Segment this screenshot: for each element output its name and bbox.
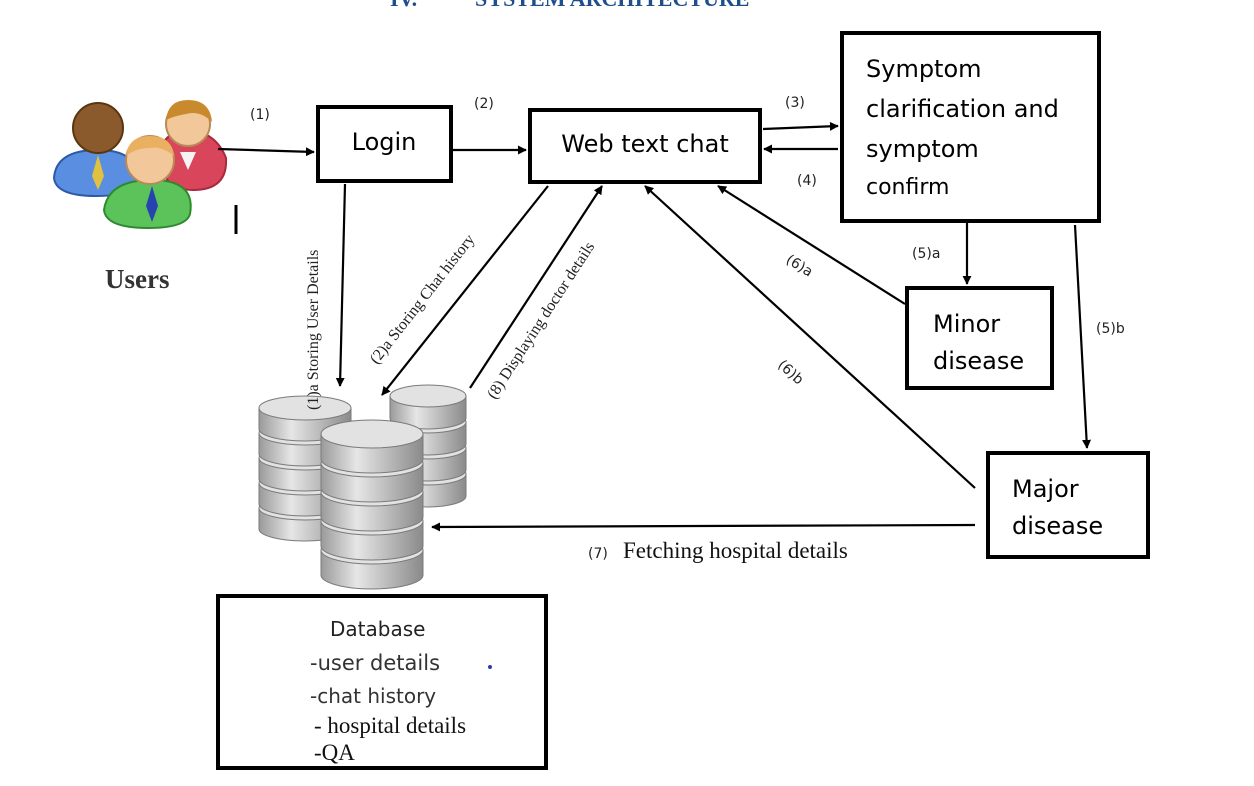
arrow-major-to-database: [431, 522, 976, 532]
section-heading: IV. SYSTEM ARCHITECTURE: [390, 0, 749, 11]
major-disease-line-1: Major: [1012, 475, 1079, 503]
heading-title: SYSTEM ARCHITECTURE: [475, 0, 749, 11]
edge-label-6b: (6)b: [774, 357, 806, 388]
symptom-clarification-box: Symptom clarification and symptom confir…: [840, 31, 1101, 223]
database-item-qa: -QA: [314, 740, 355, 765]
symptom-label-line-2: clarification and: [866, 95, 1059, 123]
symptom-label-line-3: symptom: [866, 135, 979, 163]
edge-label-5b: (5)b: [1096, 321, 1125, 337]
edge-label-4: (4): [797, 173, 817, 189]
web-text-chat-box: Web text chat: [528, 108, 762, 184]
database-title: Database: [330, 617, 425, 641]
edge-label-2: (2): [474, 96, 494, 112]
database-stack-icon: [258, 384, 467, 590]
edge-label-5a: (5)a: [912, 246, 940, 262]
arrow-chat-to-database: [381, 185, 549, 396]
database-disk-top: [258, 395, 352, 421]
major-disease-box: Major disease: [986, 451, 1150, 559]
minor-disease-line-2: disease: [933, 347, 1024, 375]
minor-disease-box: Minor disease: [905, 286, 1054, 390]
symptom-label-line-1: Symptom: [866, 55, 982, 83]
edge-label-7-number: (7): [588, 546, 608, 562]
blue-dot: [488, 665, 492, 669]
edge-label-1a-storing-user-details: (1)a Storing User Details: [305, 250, 322, 410]
minor-disease-line-1: Minor: [933, 310, 1000, 338]
database-item-hospital-details: - hospital details: [314, 713, 466, 738]
arrow-database-to-chat: [469, 185, 603, 389]
symptom-label-line-4: confirm: [866, 175, 949, 200]
major-disease-line-2: disease: [1012, 512, 1103, 540]
edge-label-8-displaying-doctor-details: (8) Displaying doctor details: [484, 239, 598, 402]
arrow-chat-to-symptom: [762, 121, 839, 131]
arrows: [217, 121, 1092, 532]
arrow-symptom-to-major: [1073, 224, 1092, 449]
edge-label-6a: (6)a: [783, 252, 816, 281]
web-text-chat-label: Web text chat: [561, 130, 728, 158]
database-cylinder-front: [320, 419, 424, 590]
edge-label-3: (3): [785, 95, 805, 111]
database-item-chat-history: -chat history: [310, 684, 436, 708]
arrow-login-to-database: [335, 183, 347, 387]
database-item-user-details: -user details: [310, 651, 440, 675]
login-box: Login: [316, 105, 453, 183]
edge-label-1: (1): [250, 107, 270, 123]
database-legend-box: Database -user details -chat history - h…: [216, 594, 548, 770]
edge-label-2a-storing-chat-history: (2)a Storing Chat history: [367, 231, 479, 367]
heading-number: IV.: [390, 0, 417, 11]
users-group-icon: [52, 100, 228, 230]
arrow-users-to-login: [217, 147, 315, 157]
edge-label-7-fetching-hospital-details: Fetching hospital details: [623, 538, 848, 563]
users-label: Users: [105, 264, 169, 294]
arrow-major-to-chat: [644, 185, 976, 489]
arrow-minor-to-chat: [717, 185, 906, 305]
login-label: Login: [352, 128, 417, 156]
database-disk-top: [320, 419, 424, 449]
database-disk-top: [389, 384, 467, 408]
